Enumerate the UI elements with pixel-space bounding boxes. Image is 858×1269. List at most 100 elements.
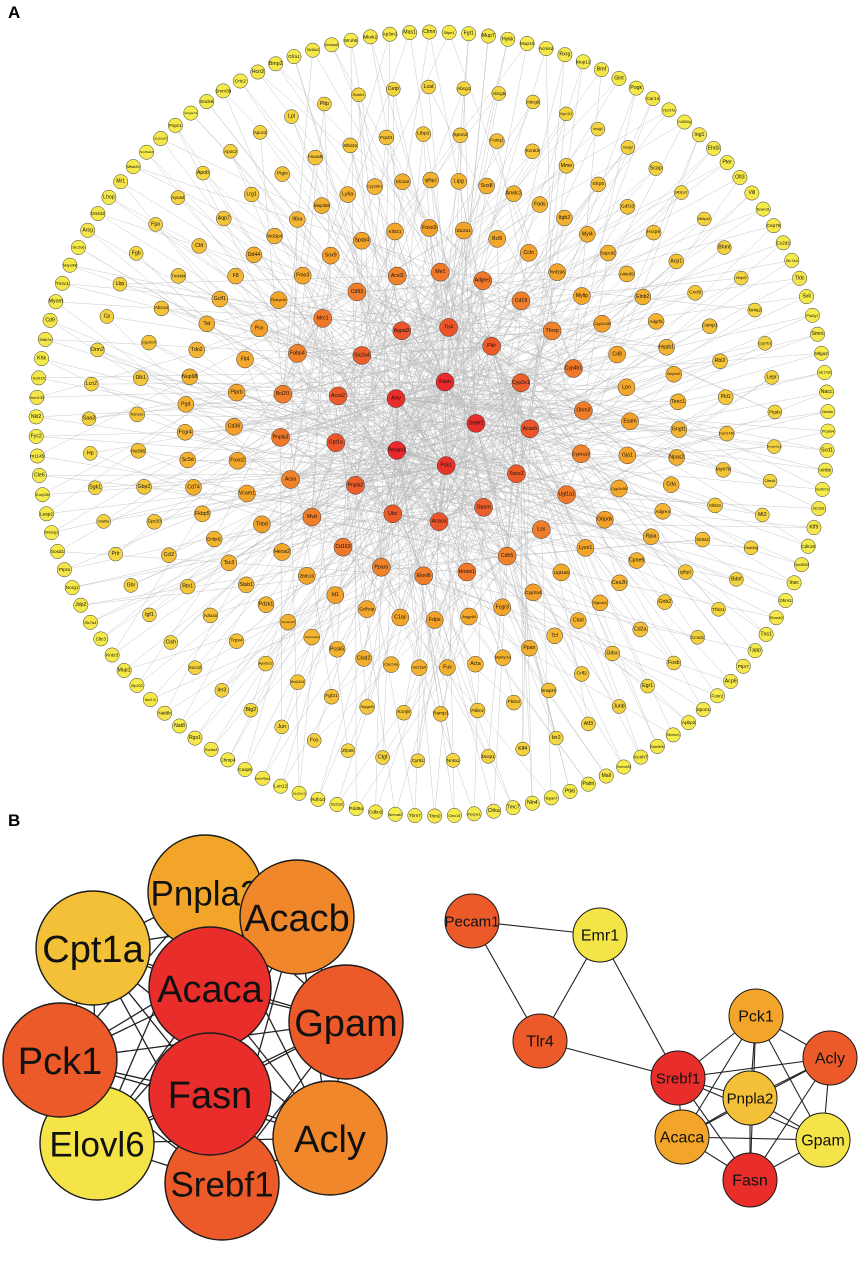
node-a-foxo3: Foxo3 [420,219,439,237]
node-circle [634,288,652,306]
edge-a [356,291,667,348]
node-circle [2,1002,118,1118]
node-circle [274,166,291,182]
node-a-ypx37a: Ypx37a [661,102,677,118]
node-circle [142,692,158,708]
node-circle [784,252,800,268]
node-circle [439,318,458,337]
node-a-sodf27a: Sodf27a [814,481,830,497]
node-b2-srebf1: Srebf1 [650,1050,706,1106]
node-a-leap2: Leap2 [39,506,54,522]
node-circle [146,514,163,530]
node-a-rpia: Rpia [642,528,660,545]
node-circle [288,344,307,363]
edge-a [297,103,325,354]
node-label: Ppara [374,564,388,570]
node-label: Gdf10 [621,203,635,209]
node-circle [352,346,372,365]
edge-a [297,225,774,354]
node-circle [279,613,297,631]
edge-a [396,208,764,451]
edge-a [227,381,446,761]
node-label: Svil [802,294,810,300]
node-label: Itgb2 [559,215,571,221]
node-label: Nat8b [158,711,171,716]
node-circle [37,331,53,347]
node-label: Trpv4 [230,638,243,644]
node-a-lcn2: Lcn2 [84,376,99,392]
node-a-sfrp5: Sfrp5 [590,176,606,193]
node-label: Pla2g7 [806,313,818,318]
node-label: Nr4a2 [749,308,762,313]
node-circle [747,643,763,659]
edge-a [179,428,531,727]
node-a-ubc: Ubc [383,504,403,524]
node-circle [701,318,718,334]
node-label: Hykk [502,36,514,42]
node-label: Crlf2 [577,670,588,676]
node-circle [543,790,559,806]
node-label: Mbtps2 [698,217,710,221]
node-a-acss: Acss [281,470,300,489]
node-label: Trim7 [409,813,421,818]
node-circle [709,688,725,704]
node-label: Acly [815,1051,845,1068]
node-label: Cd300lg [678,120,691,124]
node-a-ccln: Ccln [519,244,538,262]
node-label: Acp1 [670,258,682,264]
edge-a [342,398,397,548]
node-label: Fyc2 [31,433,42,439]
node-label: Lon12 [274,784,287,789]
edge-a [355,485,416,816]
node-a-gpam: Gpam [474,498,493,517]
node-circle [435,372,455,392]
node-circle [273,778,289,794]
node-a-nectin: Nectin [820,404,836,420]
node-circle [112,276,128,292]
node-a-pcx: Pcx [250,319,268,338]
edge-a [361,162,728,356]
node-circle [215,83,231,99]
node-circle [194,505,211,523]
node-a-igfbp3: Igfbp3 [677,564,694,580]
node-a-gclhop: Gclhop [358,600,376,618]
node-a-zbtb16: Zbtb16 [298,567,316,585]
node-a-gadd45g: Gadd45g [743,540,759,556]
edge-a [583,410,686,573]
node-label: Clmn [423,29,435,35]
node-circle [469,702,486,719]
node-a-cxcl9: Cxcl9 [687,285,703,301]
node-a-thbd: Thbd [253,515,271,534]
node-circle [157,705,173,721]
node-label: Abca1 [155,305,169,311]
node-label: Gnb2 [658,599,671,605]
node-label: Lcn2 [86,381,97,387]
node-a-ctgf: Ctgf [375,750,390,765]
node-label: Pdlim2 [471,708,484,713]
node-label: Cyp2b10 [142,341,156,345]
node-a-acmsd: Acmsd [538,41,554,57]
node-circle [108,546,123,562]
node-label: Foxq1 [490,138,504,144]
node-circle [598,768,614,784]
node-circle [386,222,404,241]
node-a-clarl: Clarl [570,612,587,629]
node-circle [291,785,307,801]
edge-a [475,423,767,635]
node-label: Rarres2 [131,412,144,416]
node-circle [542,321,562,341]
edge-a [331,44,542,530]
node-label: Klf4 [518,746,527,752]
edge-a [355,485,814,528]
node-label: Pcsk5 [330,646,344,652]
node-a-apoa4: Apoa4 [170,190,186,205]
node-a-mroh6: Mroh6 [343,32,359,48]
node-b2-fasn: Fasn [722,1152,778,1208]
node-label: Pnpla3 [273,434,289,440]
edge-a [581,453,716,506]
node-a-foxr2: Foxr2 [709,688,725,704]
node-circle [512,1013,568,1069]
node-label: Spsb4 [354,238,369,244]
node-label: Slc15a1 [813,507,825,511]
